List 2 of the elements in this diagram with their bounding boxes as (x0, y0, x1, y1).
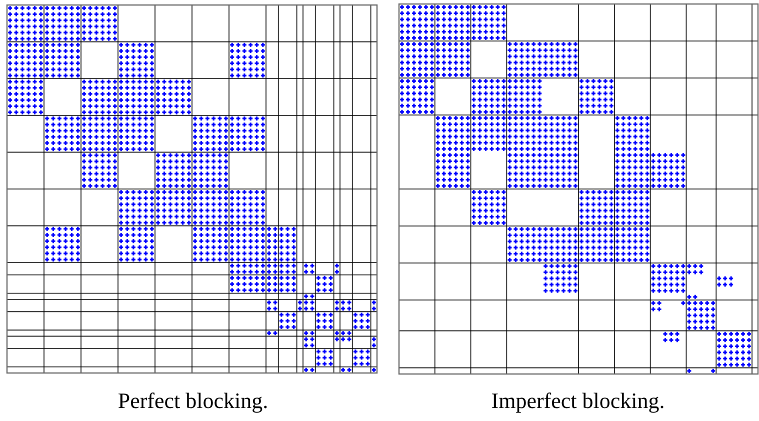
caption: Imperfect blocking. (490, 388, 666, 414)
caption: Perfect blocking. (116, 388, 270, 414)
